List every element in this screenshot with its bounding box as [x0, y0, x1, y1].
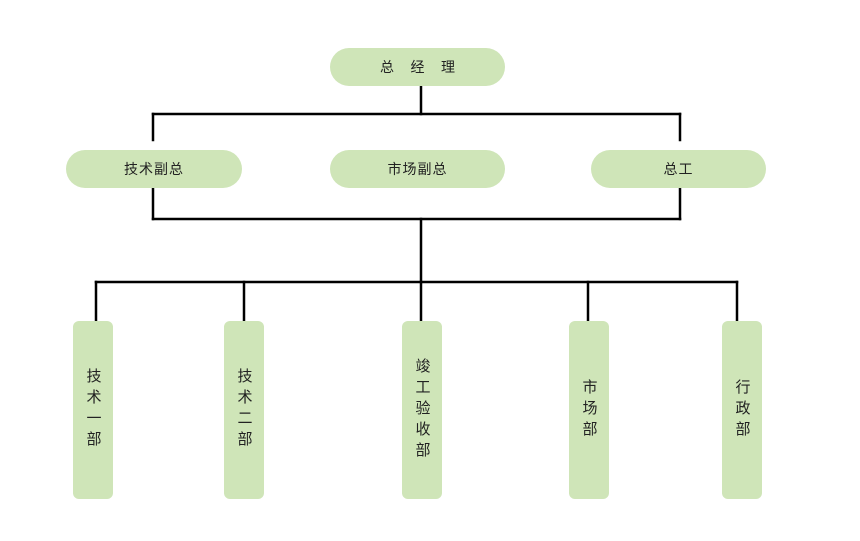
node-label: 技术副总 — [124, 162, 184, 178]
node-dept-tech-2: 技术二部 — [224, 321, 264, 499]
node-chief-engineer: 总工 — [591, 150, 766, 188]
node-dept-tech-1: 技术一部 — [73, 321, 113, 499]
node-label: 行政部 — [733, 378, 752, 442]
node-label: 市场副总 — [387, 162, 448, 178]
node-label: 技术二部 — [235, 368, 254, 452]
node-dept-admin: 行政部 — [722, 321, 762, 499]
node-label: 竣工验收部 — [413, 357, 432, 463]
node-label: 市场部 — [580, 378, 599, 442]
node-general-manager: 总 经 理 — [330, 48, 505, 86]
node-label: 技术一部 — [84, 368, 103, 452]
node-dept-market: 市场部 — [569, 321, 609, 499]
node-label: 总 经 理 — [380, 60, 461, 76]
node-dept-acceptance: 竣工验收部 — [402, 321, 442, 499]
node-tech-deputy: 技术副总 — [66, 150, 242, 188]
node-market-deputy: 市场副总 — [330, 150, 505, 188]
node-label: 总工 — [663, 162, 694, 178]
